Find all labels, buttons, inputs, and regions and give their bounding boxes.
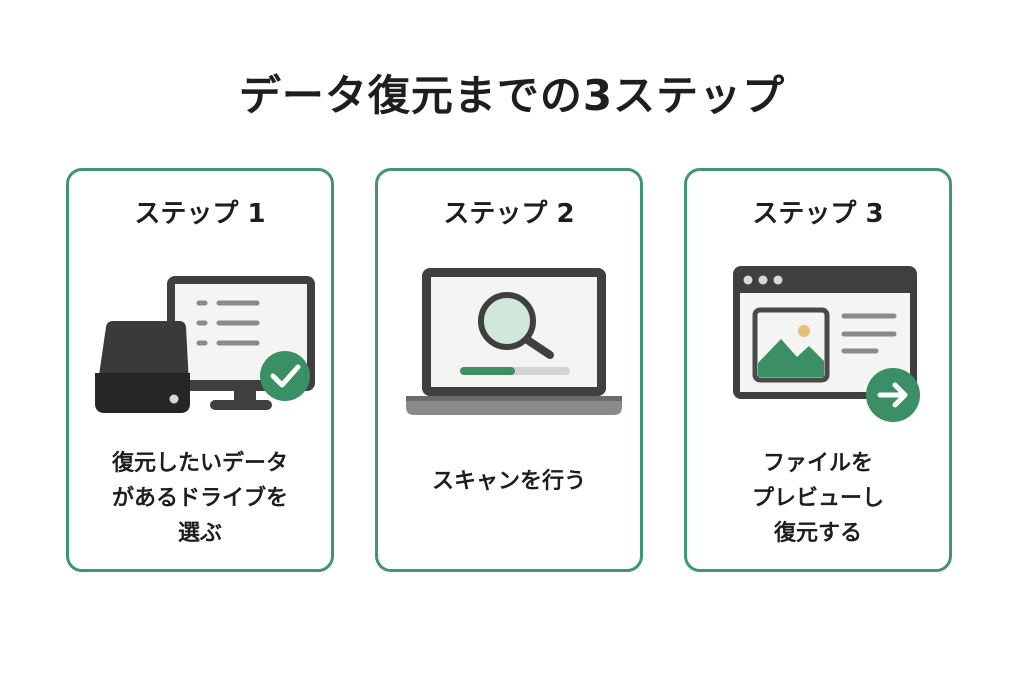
step-heading: ステップ 3 <box>752 199 884 229</box>
scan-progress-fill <box>460 367 515 375</box>
step-description-line: プレビューし <box>751 486 884 511</box>
drive-monitor-check-icon <box>95 276 315 413</box>
step-card-3: ステップ 3 ファイルを プレビューし 復元する <box>684 168 952 572</box>
step-description-line: 復元したいデータ <box>111 451 288 476</box>
page-title: データ復元までの3ステップ <box>238 71 786 120</box>
step-description-line: 復元する <box>773 521 862 546</box>
laptop-magnifier-scan-icon <box>406 268 622 415</box>
step-heading: ステップ 2 <box>443 199 575 229</box>
step-description-line: があるドライブを <box>111 486 288 511</box>
window-image-preview-arrow-icon <box>733 266 920 422</box>
step-description-line: ファイルを <box>762 451 873 476</box>
step-description-line: 選ぶ <box>177 521 222 546</box>
step-heading: ステップ 1 <box>134 199 266 229</box>
step-card-1: ステップ 1 復元したいデータ があるドライブを 選ぶ <box>66 168 334 572</box>
step-description-line: スキャンを行う <box>431 469 586 494</box>
step-card-2: ステップ 2 スキャンを行う <box>375 168 643 572</box>
